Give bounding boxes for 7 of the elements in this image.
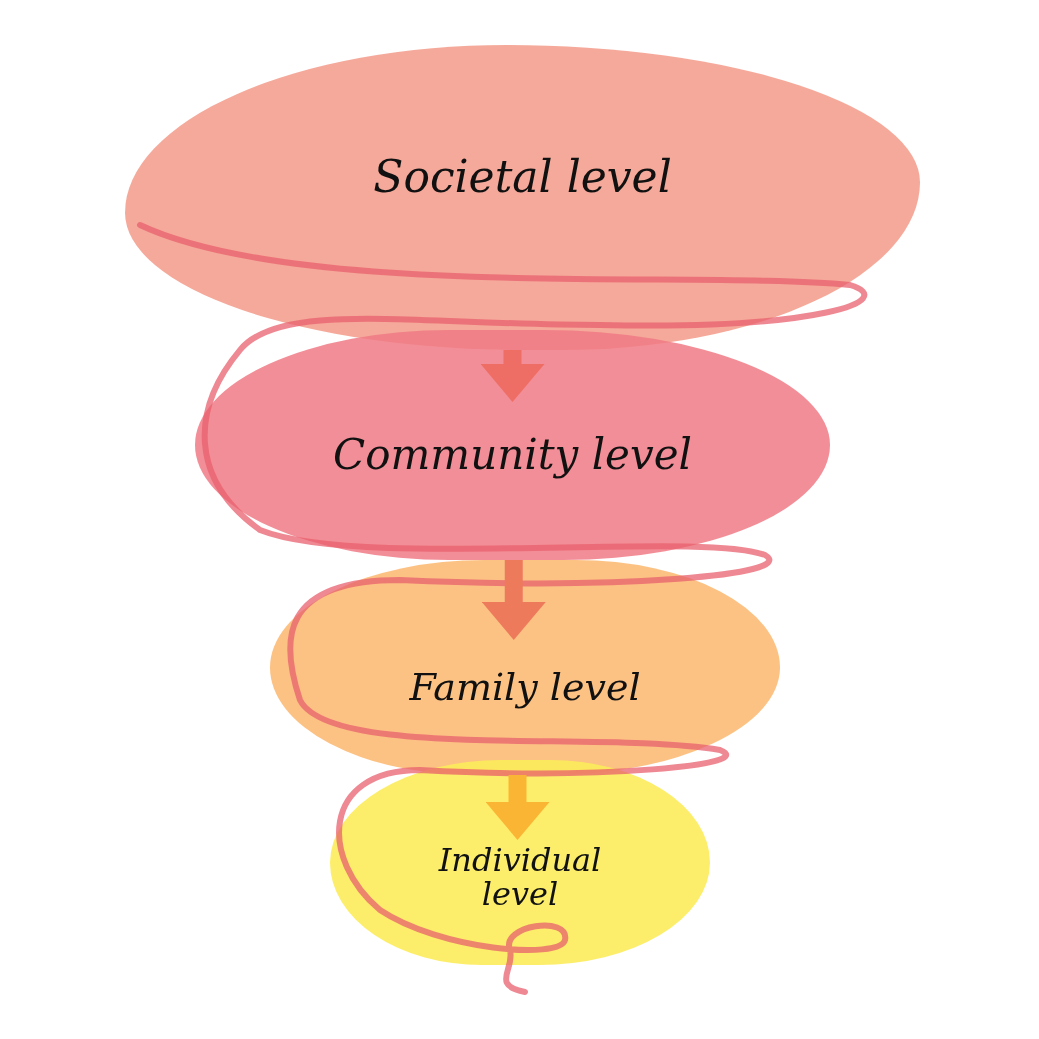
level-label: Family level [408, 667, 642, 708]
arrow [480, 350, 545, 402]
arrow [485, 775, 550, 840]
level-label: Community level [332, 432, 693, 478]
level-label: Societal level [372, 154, 673, 201]
level-label: Individual level [437, 843, 603, 912]
arrow [481, 560, 546, 640]
